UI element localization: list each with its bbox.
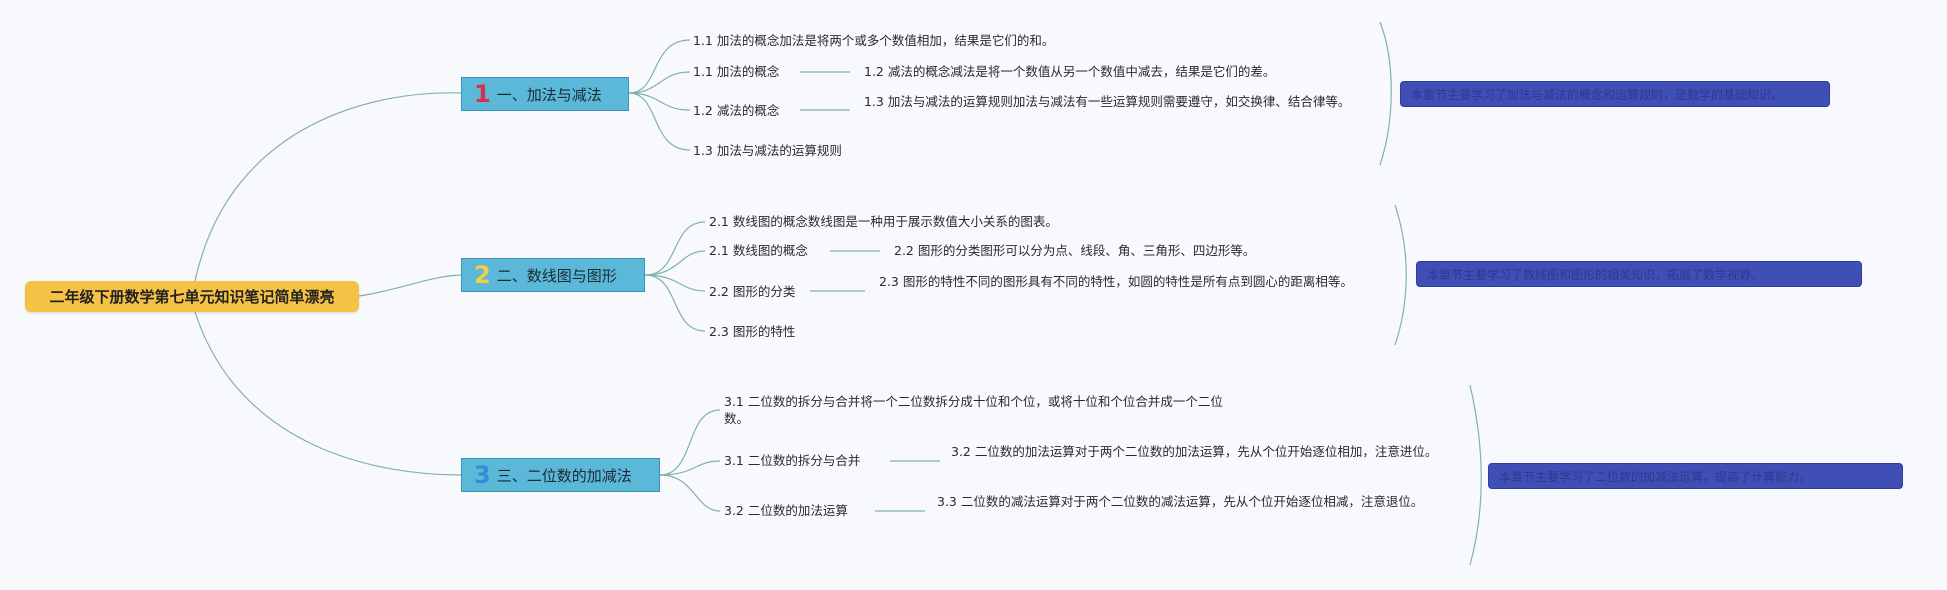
- summary-text: 本章节主要学习了二位数的加减法运算，提高了计算能力。: [1499, 470, 1812, 484]
- leaf-node[interactable]: 1.1 加法的概念加法是将两个或多个数值相加，结果是它们的和。: [693, 32, 1054, 49]
- branch-node-1[interactable]: 1 一、加法与减法: [461, 77, 629, 111]
- summary-box[interactable]: 本章节主要学习了二位数的加减法运算，提高了计算能力。: [1488, 463, 1903, 489]
- sub-leaf-label: 3.3 二位数的减法运算对于两个二位数的减法运算，先从个位开始逐位相减，注意退位…: [937, 494, 1424, 509]
- sub-leaf-label: 2.3 图形的特性不同的图形具有不同的特性，如圆的特性是所有点到圆心的距离相等。: [879, 274, 1353, 289]
- sub-leaf-node[interactable]: 2.3 图形的特性不同的图形具有不同的特性，如圆的特性是所有点到圆心的距离相等。: [879, 273, 1384, 290]
- sub-leaf-node[interactable]: 1.3 加法与减法的运算规则加法与减法有一些运算规则需要遵守，如交换律、结合律等…: [864, 93, 1364, 110]
- branch-node-3[interactable]: 3 三、二位数的加减法: [461, 458, 660, 492]
- leaf-node[interactable]: 2.2 图形的分类: [709, 283, 795, 300]
- leaf-node[interactable]: 3.2 二位数的加法运算: [724, 502, 848, 519]
- sub-leaf-node[interactable]: 1.2 减法的概念减法是将一个数值从另一个数值中减去，结果是它们的差。: [864, 63, 1275, 80]
- leaf-label: 2.3 图形的特性: [709, 324, 796, 339]
- leaf-label: 2.1 数线图的概念数线图是一种用于展示数值大小关系的图表。: [709, 214, 1058, 229]
- sub-leaf-label: 3.2 二位数的加法运算对于两个二位数的加法运算，先从个位开始逐位相加，注意进位…: [951, 444, 1438, 459]
- leaf-label: 1.1 加法的概念: [693, 64, 780, 79]
- root-label: 二年级下册数学第七单元知识笔记简单漂亮: [49, 288, 335, 306]
- leaf-label: 3.2 二位数的加法运算: [724, 503, 848, 518]
- leaf-label: 1.3 加法与减法的运算规则: [693, 143, 842, 158]
- sub-leaf-label: 1.2 减法的概念减法是将一个数值从另一个数值中减去，结果是它们的差。: [864, 64, 1276, 79]
- summary-text: 本章节主要学习了数线图和图形的相关知识，拓展了数学视野。: [1427, 268, 1764, 282]
- leaf-node[interactable]: 3.1 二位数的拆分与合并将一个二位数拆分成十位和个位，或将十位和个位合并成一个…: [724, 393, 1234, 427]
- root-node[interactable]: 二年级下册数学第七单元知识笔记简单漂亮: [25, 281, 359, 312]
- leaf-label: 3.1 二位数的拆分与合并: [724, 453, 861, 468]
- leaf-node[interactable]: 2.1 数线图的概念: [709, 242, 808, 259]
- number-three-icon: 3: [474, 461, 491, 489]
- leaf-label: 2.1 数线图的概念: [709, 243, 808, 258]
- leaf-node[interactable]: 2.3 图形的特性: [709, 323, 795, 340]
- number-two-icon: 2: [474, 261, 491, 289]
- branch-label: 二、数线图与图形: [496, 266, 617, 285]
- leaf-node[interactable]: 1.2 减法的概念: [693, 102, 779, 119]
- leaf-node[interactable]: 1.1 加法的概念: [693, 63, 779, 80]
- branch-node-2[interactable]: 2 二、数线图与图形: [461, 258, 645, 292]
- leaf-label: 1.1 加法的概念加法是将两个或多个数值相加，结果是它们的和。: [693, 33, 1055, 48]
- sub-leaf-node[interactable]: 2.2 图形的分类图形可以分为点、线段、角、三角形、四边形等。: [894, 242, 1255, 259]
- sub-leaf-label: 2.2 图形的分类图形可以分为点、线段、角、三角形、四边形等。: [894, 243, 1256, 258]
- sub-leaf-node[interactable]: 3.3 二位数的减法运算对于两个二位数的减法运算，先从个位开始逐位相减，注意退位…: [937, 493, 1442, 510]
- leaf-node[interactable]: 2.1 数线图的概念数线图是一种用于展示数值大小关系的图表。: [709, 213, 1058, 230]
- leaf-label: 3.1 二位数的拆分与合并将一个二位数拆分成十位和个位，或将十位和个位合并成一个…: [724, 394, 1223, 426]
- leaf-label: 1.2 减法的概念: [693, 103, 780, 118]
- sub-leaf-node[interactable]: 3.2 二位数的加法运算对于两个二位数的加法运算，先从个位开始逐位相加，注意进位…: [951, 443, 1456, 460]
- number-one-icon: 1: [474, 80, 491, 108]
- leaf-label: 2.2 图形的分类: [709, 284, 796, 299]
- leaf-node[interactable]: 1.3 加法与减法的运算规则: [693, 142, 842, 159]
- branch-label: 三、二位数的加减法: [496, 466, 632, 485]
- summary-box[interactable]: 本章节主要学习了加法与减法的概念和运算规则，是数学的基础知识。: [1400, 81, 1830, 107]
- summary-text: 本章节主要学习了加法与减法的概念和运算规则，是数学的基础知识。: [1411, 88, 1784, 102]
- leaf-node[interactable]: 3.1 二位数的拆分与合并: [724, 452, 860, 469]
- branch-label: 一、加法与减法: [496, 85, 602, 104]
- summary-box[interactable]: 本章节主要学习了数线图和图形的相关知识，拓展了数学视野。: [1416, 261, 1862, 287]
- sub-leaf-label: 1.3 加法与减法的运算规则加法与减法有一些运算规则需要遵守，如交换律、结合律等…: [864, 94, 1351, 109]
